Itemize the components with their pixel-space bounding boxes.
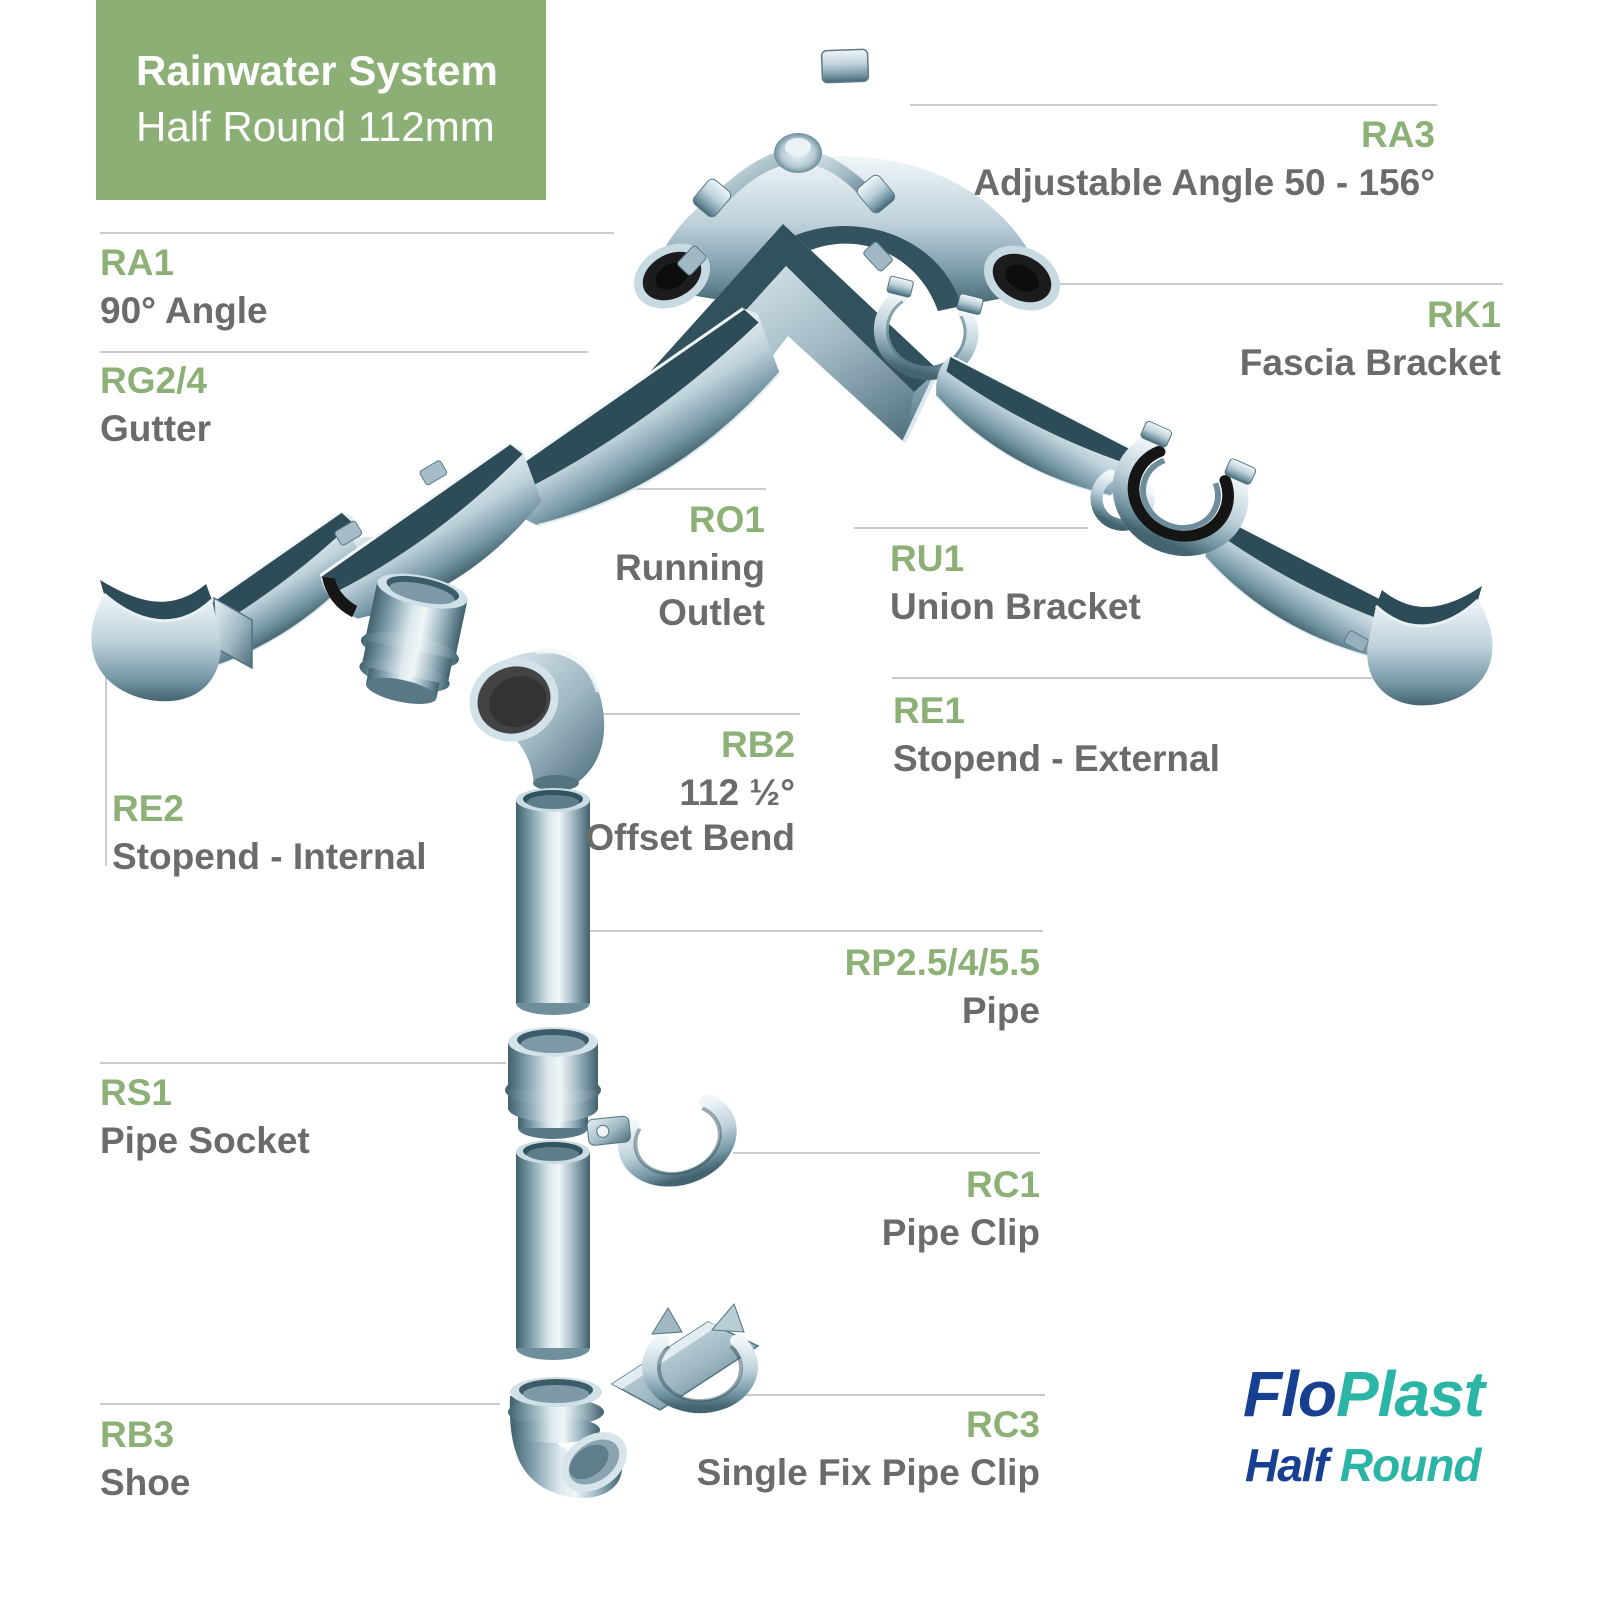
pipe-clip-part [586, 1094, 737, 1187]
gutter-part-upper-right [918, 341, 1146, 517]
offset-bend-socket-part [359, 573, 468, 704]
shoe-part [508, 1377, 627, 1499]
part-code: RE1 [893, 690, 965, 731]
label-rk1: RK1 Fascia Bracket [1240, 292, 1501, 385]
label-rb2: RB2 112 ½° Offset Bend [567, 722, 795, 860]
fascia-bracket-part [873, 275, 984, 381]
label-re1: RE1 Stopend - External [893, 688, 1220, 781]
pipe-part-lower [516, 1140, 590, 1360]
part-name: Stopend - External [893, 738, 1220, 780]
stopend-external-part [1343, 586, 1493, 706]
part-code: RA1 [100, 242, 175, 283]
pipe-socket-part [505, 1027, 601, 1139]
stopend-internal-part [91, 580, 253, 702]
label-ra3: RA3 Adjustable Angle 50 - 156° [973, 112, 1435, 205]
logo-brand: FloPlast [1243, 1362, 1485, 1426]
part-name: Shoe [100, 1462, 191, 1504]
part-code: RS1 [100, 1072, 172, 1113]
part-code: RC1 [965, 1164, 1040, 1205]
part-code: RE2 [112, 788, 184, 829]
part-code: RB2 [720, 724, 795, 765]
logo-range-half: Half [1245, 1439, 1329, 1491]
part-code: RO1 [688, 499, 765, 540]
single-fix-pipe-clip-part [610, 1303, 760, 1414]
part-name: Single Fix Pipe Clip [696, 1452, 1040, 1494]
part-name: Stopend - Internal [112, 836, 427, 878]
label-rs1: RS1 Pipe Socket [100, 1070, 310, 1163]
part-name: Fascia Bracket [1239, 342, 1501, 384]
label-rg24: RG2/4 Gutter [100, 358, 211, 451]
label-rc1: RC1 Pipe Clip [882, 1162, 1040, 1255]
part-code: RU1 [890, 538, 965, 579]
diagram-title: Rainwater System [136, 47, 498, 94]
logo-brand-flo: Flo [1243, 1358, 1337, 1430]
part-code: RC3 [965, 1404, 1040, 1445]
logo-range-round: Round [1339, 1439, 1482, 1491]
part-name: 112 ½° Offset Bend [585, 772, 795, 859]
part-name: Adjustable Angle 50 - 156° [973, 162, 1435, 204]
part-code: RK1 [1426, 294, 1501, 335]
part-name: Pipe Clip [881, 1212, 1040, 1254]
offset-bend-part [469, 648, 605, 791]
part-code: RB3 [100, 1414, 175, 1455]
part-name: Pipe Socket [100, 1120, 310, 1162]
part-code: RA3 [1360, 114, 1435, 155]
label-ru1: RU1 Union Bracket [890, 536, 1141, 629]
label-rb3: RB3 Shoe [100, 1412, 190, 1505]
label-ro1: RO1 Running Outlet [535, 497, 765, 635]
label-re2: RE2 Stopend - Internal [112, 786, 427, 879]
part-code: RG2/4 [100, 360, 207, 401]
part-name: Union Bracket [890, 586, 1141, 628]
part-code: RP2.5/4/5.5 [844, 942, 1040, 983]
pipe-part [516, 788, 590, 1015]
running-outlet-part [319, 442, 542, 619]
part-name: Running Outlet [614, 547, 765, 634]
label-rp: RP2.5/4/5.5 Pipe [845, 940, 1040, 1033]
label-rc3: RC3 Single Fix Pipe Clip [697, 1402, 1040, 1495]
diagram-subtitle: Half Round 112mm [136, 103, 495, 151]
logo-brand-plast: Plast [1335, 1358, 1485, 1430]
header-box: Rainwater System Half Round 112mm [96, 0, 546, 200]
label-ra1: RA1 90° Angle [100, 240, 268, 333]
union-bracket-part [1090, 421, 1257, 557]
leader-lines [100, 104, 1503, 1405]
part-name: Gutter [100, 408, 211, 450]
part-name: 90° Angle [100, 290, 268, 332]
part-name: Pipe [961, 990, 1040, 1032]
